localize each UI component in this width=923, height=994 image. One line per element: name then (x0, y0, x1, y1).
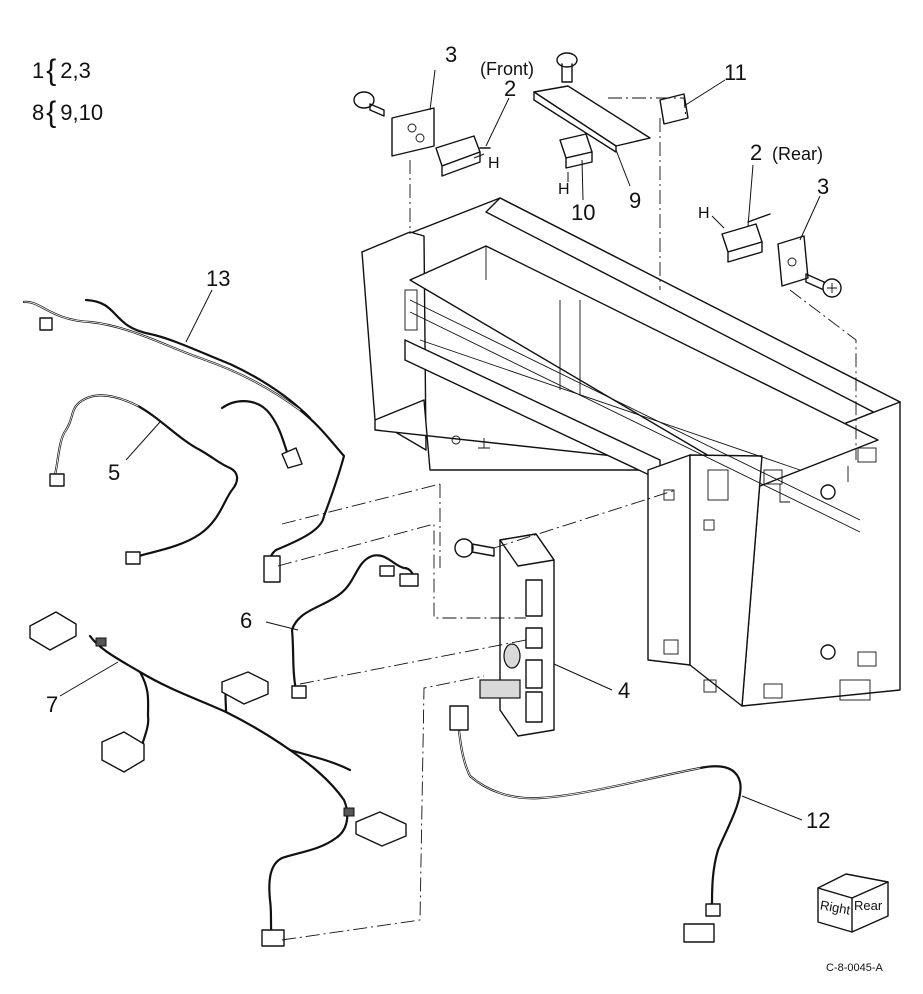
bracket-3-rear (777, 235, 809, 287)
callout-9: 9 (629, 188, 642, 213)
harness-6 (290, 554, 419, 699)
callout-13: 13 (206, 266, 231, 291)
h-mark-front: H (488, 155, 500, 172)
callout-2-front: 2 (504, 76, 517, 101)
brace-icon: { (46, 54, 57, 87)
switch-2-rear (721, 213, 771, 263)
screw-top (556, 52, 578, 83)
front-note: (Front) (480, 59, 534, 79)
leader-lines (59, 69, 821, 821)
orientation-cube (817, 873, 889, 933)
legend-row-1: 1{2,3 (32, 52, 91, 87)
h-mark-rear: H (698, 205, 710, 222)
legend-children-2: 9,10 (60, 100, 104, 125)
callout-11: 11 (724, 60, 747, 85)
screw-rear (805, 273, 842, 298)
figure-code: C-8-0045-A (826, 962, 883, 974)
legend-parent-2: 8 (32, 100, 45, 125)
screw-front (353, 91, 385, 117)
callout-3-front: 3 (445, 42, 458, 67)
legend-row-2: 8{9,10 (32, 94, 104, 129)
switch-2-front (435, 135, 491, 177)
legend-parent-1: 1 (32, 58, 45, 83)
installation-lines (277, 97, 857, 941)
switch-10 (559, 133, 593, 169)
screw-board (454, 538, 495, 558)
bracket-3-front (391, 107, 435, 157)
callout-3-rear: 3 (817, 174, 830, 199)
bracket-11 (659, 93, 689, 125)
callout-10: 10 (571, 200, 596, 225)
callout-4: 4 (618, 678, 631, 703)
h-mark-10: H (558, 181, 570, 198)
harness-7 (29, 611, 407, 947)
brace-icon: { (46, 96, 57, 129)
cube-rear-label: Rear (854, 898, 883, 913)
harness-13 (22, 298, 346, 583)
callout-5: 5 (108, 460, 121, 485)
callout-6: 6 (240, 608, 253, 633)
rear-note: (Rear) (772, 144, 824, 164)
legend-children-1: 2,3 (60, 58, 91, 83)
harness-12 (449, 705, 742, 943)
frame-housing (361, 197, 901, 707)
callout-7: 7 (46, 692, 59, 717)
callout-2-rear: 2 (750, 140, 763, 165)
harness-5 (49, 394, 239, 565)
callout-12: 12 (806, 808, 831, 833)
plate-9 (533, 85, 651, 153)
board-4 (479, 533, 555, 737)
